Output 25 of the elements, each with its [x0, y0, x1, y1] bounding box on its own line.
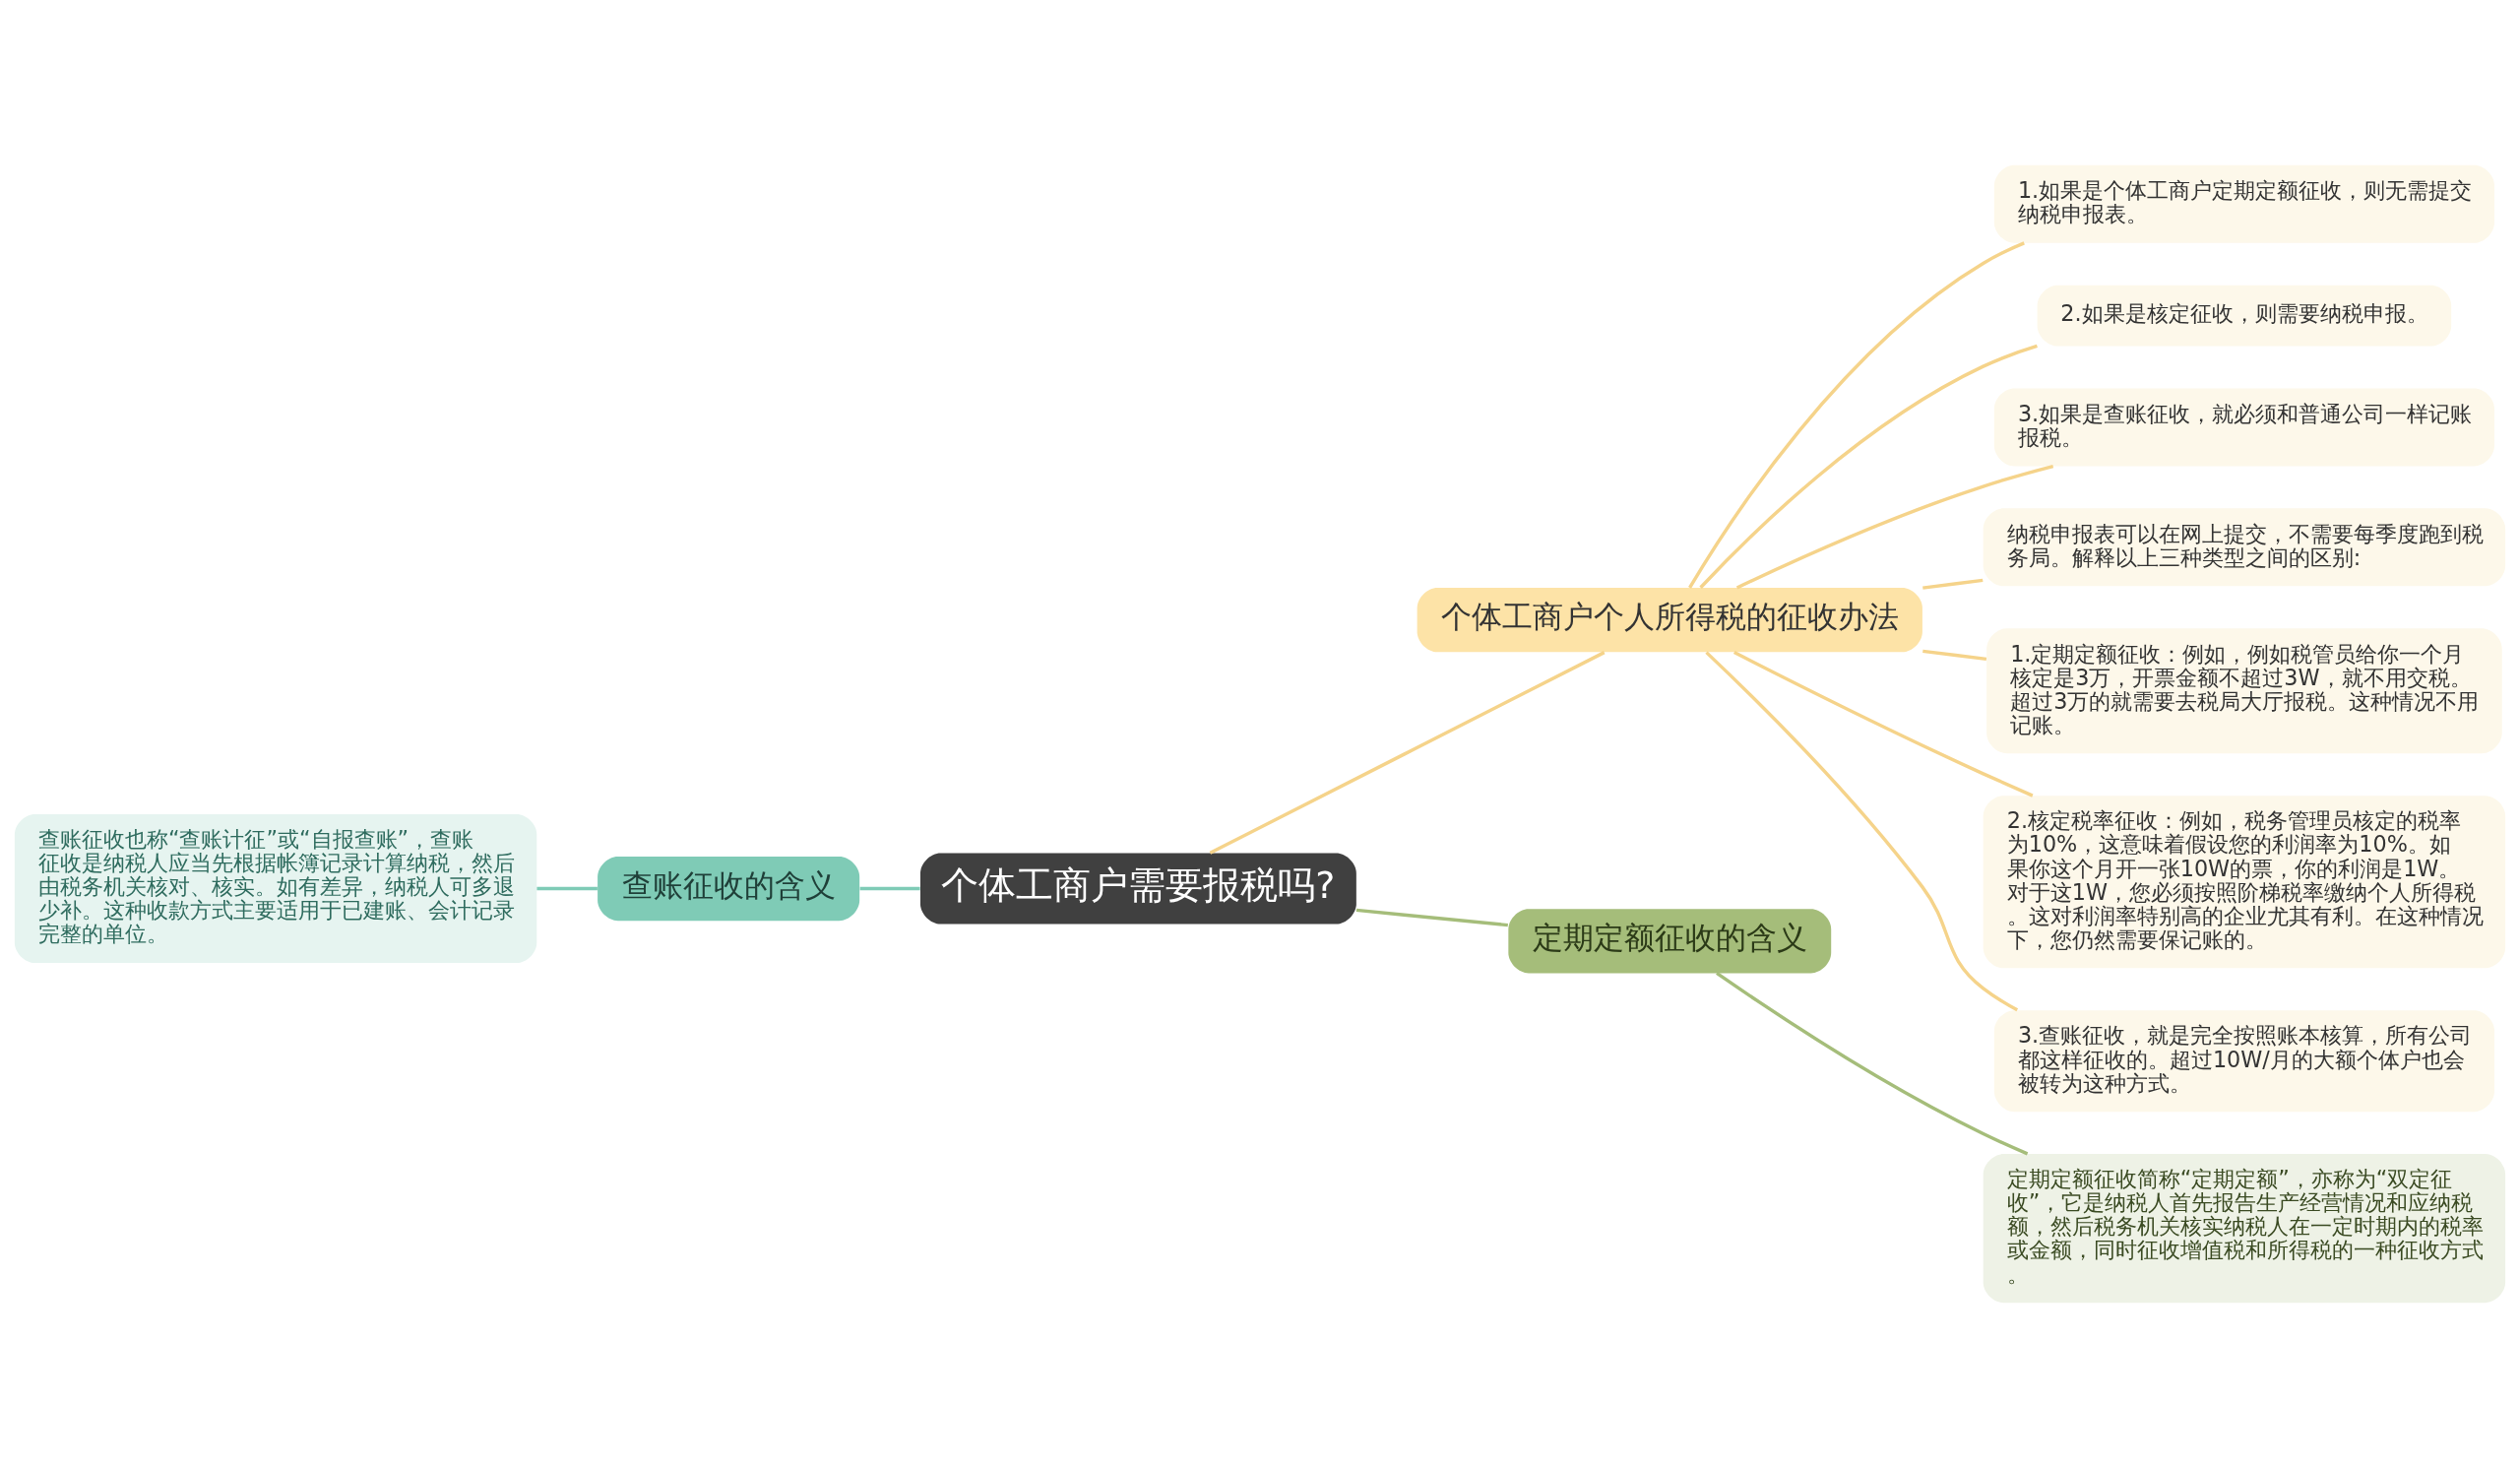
node-box: 纳税申报表可以在网上提交，不需要每季度跑到税务局。解释以上三种类型之间的区别: [1983, 508, 2506, 587]
node-box: 查账征收的含义 [598, 856, 860, 922]
connector [859, 886, 920, 891]
node-box: 3.查账征收，就是完全按照账本核算，所有公司都这样征收的。超过10W/月的大额个体户也会被转为这种方式。 [1993, 1010, 2494, 1113]
connector [1699, 344, 2038, 589]
connector [1735, 464, 2054, 590]
node-box: 个体工商户个人所得税的征收办法 [1417, 588, 1922, 653]
node-box: 3.如果是查账征收，就必须和普通公司一样记账报税。 [1993, 388, 2494, 467]
connector [1922, 578, 1984, 590]
connector [1732, 651, 2034, 798]
node-box: 2.如果是核定征收，则需要纳税申报。 [2037, 285, 2452, 347]
connector [1355, 908, 1508, 927]
connector [1716, 972, 2029, 1156]
connector [1705, 651, 2019, 1012]
connector [1688, 241, 2025, 589]
node-box: 1.定期定额征收：例如，例如税管员给你一个月核定是3万，开票金额不超过3W，就不用交税。超过3万的就需要去税局大厅报税。这种情况不用记账。 [1986, 628, 2502, 754]
node-box: 1.如果是个体工商户定期定额征收，则无需提交纳税申报表。 [1993, 164, 2494, 243]
node-box: 查账征收也称“查账计征”或“自报查账”，查账征收是纳税人应当先根据帐簿记录计算纳税，然后由税务机关核对、核实。如有差异，纳税人可多退少补。这种收款方式主要适用于已建账、会计记录完整的单位。 [14, 814, 537, 964]
node-box: 个体工商户需要报税吗? [919, 853, 1356, 925]
connector [1209, 651, 1606, 855]
node-box: 定期定额征收简称“定期定额”，亦称为“双定征收”，它是纳税人首先报告生产经营情况和应纳税额，然后税务机关核实纳税人在一定时期内的税率或金额，同时征收增值税和所得税的一种征收方式。 [1983, 1154, 2506, 1304]
node-box: 定期定额征收的含义 [1508, 909, 1832, 974]
connector [536, 886, 598, 891]
node-box: 2.核定税率征收：例如，税务管理员核定的税率为10%，这意味着假设您的利润率为10%。如果你这个月开一张10W的票，你的利润是1W。对于这1W，您必须按照阶梯税率缴纳个人所得税。这对利润率特别高的企业尤其有利。在这种情况下，您仍然需要保记账的。 [1983, 796, 2506, 969]
connector [1922, 649, 1987, 662]
